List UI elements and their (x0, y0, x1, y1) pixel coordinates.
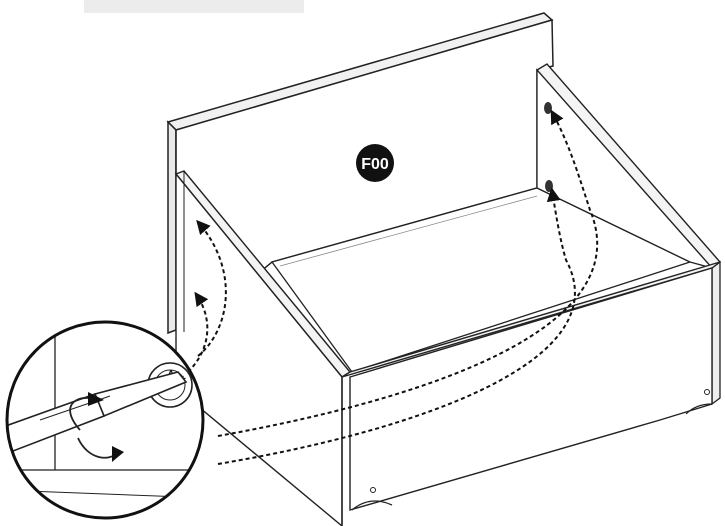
screw-hole-left (370, 487, 376, 493)
part-label-text: F00 (361, 156, 389, 173)
arrow-to-upper-left-hole (196, 219, 227, 357)
arrow-to-upper-right-hole (217, 109, 599, 437)
front-panel-top-edge (341, 261, 721, 378)
screwdriver-handle (7, 392, 106, 458)
front-panel-notch (351, 500, 393, 511)
right-side-panel (535, 63, 722, 406)
dowel-hole-upper (544, 102, 552, 114)
arrow-to-lower-left-hole (187, 291, 209, 373)
right-side-outer-face (711, 260, 721, 406)
grey-swatch (84, 0, 304, 13)
right-side-inner-face (536, 68, 714, 270)
left-side-outer-face (175, 172, 343, 526)
part-label-badge: F00 (356, 144, 394, 182)
arrow-to-lower-right-hole (217, 187, 576, 465)
front-panel (341, 261, 721, 526)
screwdriver-detail-icon: A + (5, 320, 205, 520)
rotate-arrow-icon (69, 397, 93, 431)
back-panel-left-edge (167, 120, 177, 335)
insertion-arrows (187, 109, 599, 465)
screw-hole-right (704, 389, 710, 395)
